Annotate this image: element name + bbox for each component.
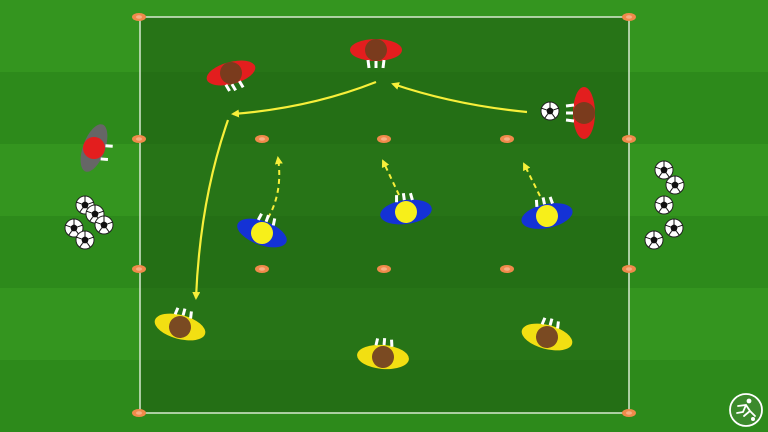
pass-arrow-1	[391, 82, 528, 114]
run-arrow-2	[381, 159, 400, 196]
yellow-player-2	[357, 337, 409, 370]
pass-arrows	[192, 80, 528, 300]
yellow-player-3	[521, 317, 573, 351]
run-arrow-1	[267, 156, 283, 219]
cone	[255, 265, 269, 273]
blue-player-1	[237, 212, 287, 248]
cone	[500, 265, 514, 273]
run-arrow-3	[523, 162, 541, 197]
cone	[622, 409, 636, 417]
ball	[654, 195, 674, 215]
cone	[132, 409, 146, 417]
ball-with-player	[540, 101, 560, 121]
red-player-1	[206, 60, 256, 92]
ball	[75, 230, 95, 250]
ball	[665, 175, 685, 195]
cone	[132, 135, 146, 143]
blue-player-2	[380, 192, 432, 225]
cone	[132, 13, 146, 21]
cone	[377, 135, 391, 143]
cone	[377, 265, 391, 273]
grey-player-1	[80, 124, 113, 172]
field-boundary	[139, 16, 630, 414]
pass-arrow-3	[192, 119, 230, 300]
cone	[500, 135, 514, 143]
ball	[664, 218, 684, 238]
cone	[622, 135, 636, 143]
red-player-2	[350, 39, 402, 69]
yellow-player-1	[154, 307, 206, 341]
cone	[132, 265, 146, 273]
run-arrows	[267, 156, 541, 219]
ball	[94, 215, 114, 235]
ball	[644, 230, 664, 250]
running-figure-icon	[729, 393, 763, 427]
cone	[622, 265, 636, 273]
red-player-3	[565, 87, 595, 139]
ball	[654, 160, 674, 180]
pass-arrow-2	[231, 80, 377, 118]
cone	[255, 135, 269, 143]
cone	[622, 13, 636, 21]
blue-player-3	[521, 196, 573, 229]
